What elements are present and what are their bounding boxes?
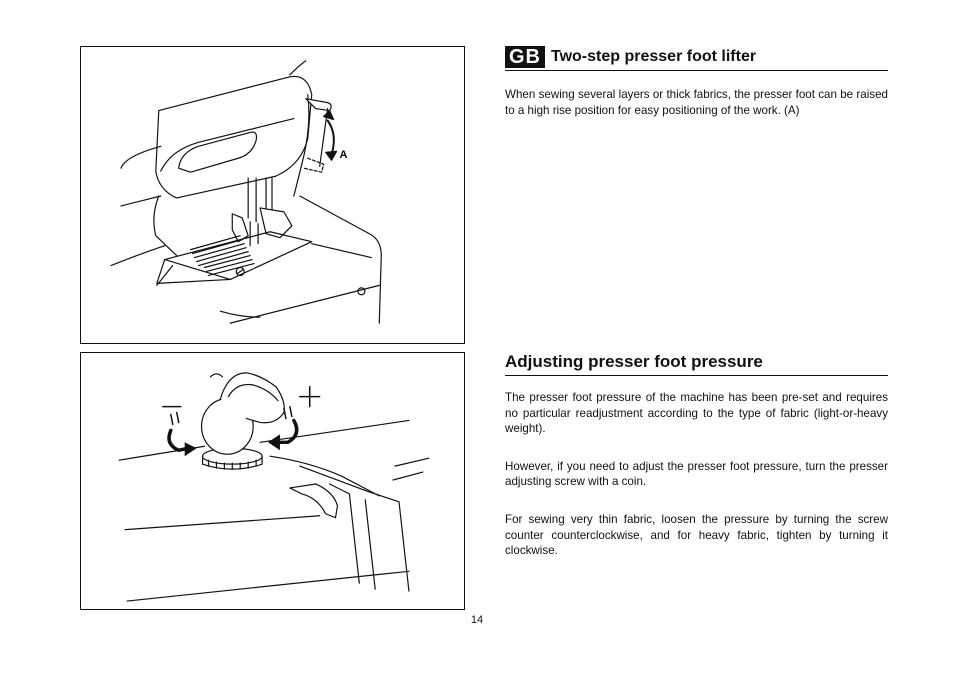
section-two-step-lifter: GB Two-step presser foot lifter When sew…	[505, 46, 888, 118]
figure-label-a: A	[340, 149, 348, 161]
paragraph: For sewing very thin fabric, loosen the …	[505, 512, 888, 558]
paragraph: When sewing several layers or thick fabr…	[505, 88, 888, 117]
presser-foot-lifter-illustration: A	[80, 46, 465, 344]
sewing-machine-drawing: A	[110, 60, 382, 324]
section-title: Two-step presser foot lifter	[551, 48, 757, 65]
counterclockwise-arrow-icon	[167, 428, 191, 453]
paragraph: The presser foot pressure of the machine…	[505, 391, 888, 436]
paragraph: However, if you need to adjust the press…	[505, 459, 888, 489]
section-title: Adjusting presser foot pressure	[505, 352, 763, 371]
section-presser-pressure: Adjusting presser foot pressure The pres…	[505, 351, 888, 559]
pressure-screw-illustration	[80, 352, 465, 610]
page-number: 14	[470, 614, 484, 626]
pressure-screw-drawing	[118, 372, 430, 602]
clockwise-arrow-icon	[274, 418, 299, 445]
section-heading: GB Two-step presser foot lifter	[505, 46, 888, 71]
section-heading: Adjusting presser foot pressure	[505, 351, 888, 376]
language-badge: GB	[505, 46, 545, 68]
